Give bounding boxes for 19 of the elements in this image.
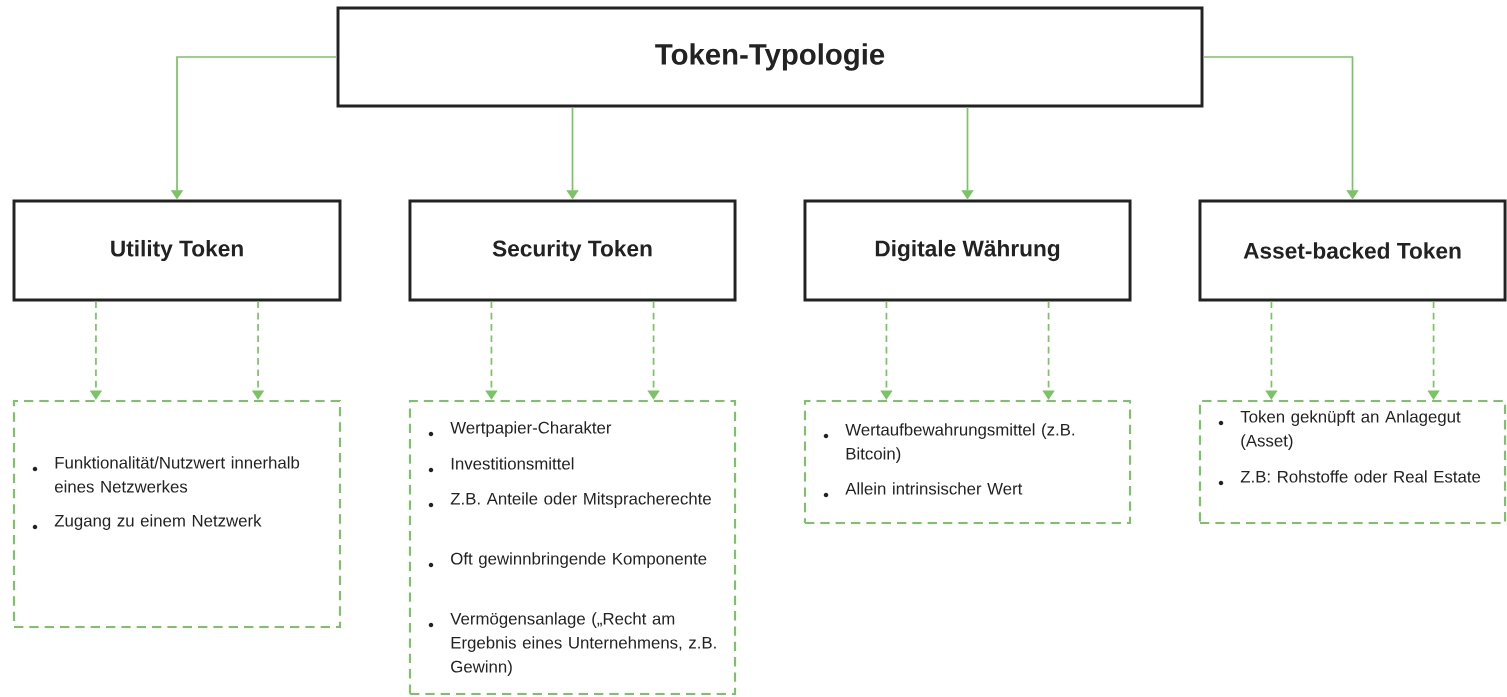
category-box: Utility Token — [12, 199, 342, 302]
arrow — [1265, 300, 1278, 400]
category-box: Security Token — [408, 199, 737, 302]
list-item: Z.B: Rohstoffe oder Real Estate — [1240, 470, 1481, 483]
title-box: Token-Typologie — [336, 6, 1204, 108]
arrow — [880, 300, 893, 400]
list-item: Wertpapier-Charakter — [450, 421, 612, 437]
list-item: Vermögensanlage („Recht am Ergebnis eines Unternehmens, z.B. Gewinn) — [450, 612, 716, 676]
list-item: Oft gewinnbringende Komponente — [451, 552, 707, 568]
category-box: Asset-backed Token — [1198, 199, 1507, 302]
list-item: Investitionsmittel — [451, 457, 574, 470]
list-item: Allein intrinsischer Wert — [845, 482, 1023, 495]
list-item: Funktionalität/Nutzwert innerhalb eines Netzwerkes — [55, 456, 300, 493]
list-item: Z.B. Anteile oder Mitspracherechte — [450, 492, 711, 508]
category-box: Digitale Währung — [803, 199, 1132, 302]
list-item: Wertaufbewahrungsmittel (z.B. Bitcoin) — [845, 423, 1075, 463]
list-item: Token geknüpft an Anlagegut (Asset) — [1240, 410, 1461, 450]
arrow — [485, 300, 498, 400]
list-item: Zugang zu einem Netzwerk — [54, 514, 262, 530]
